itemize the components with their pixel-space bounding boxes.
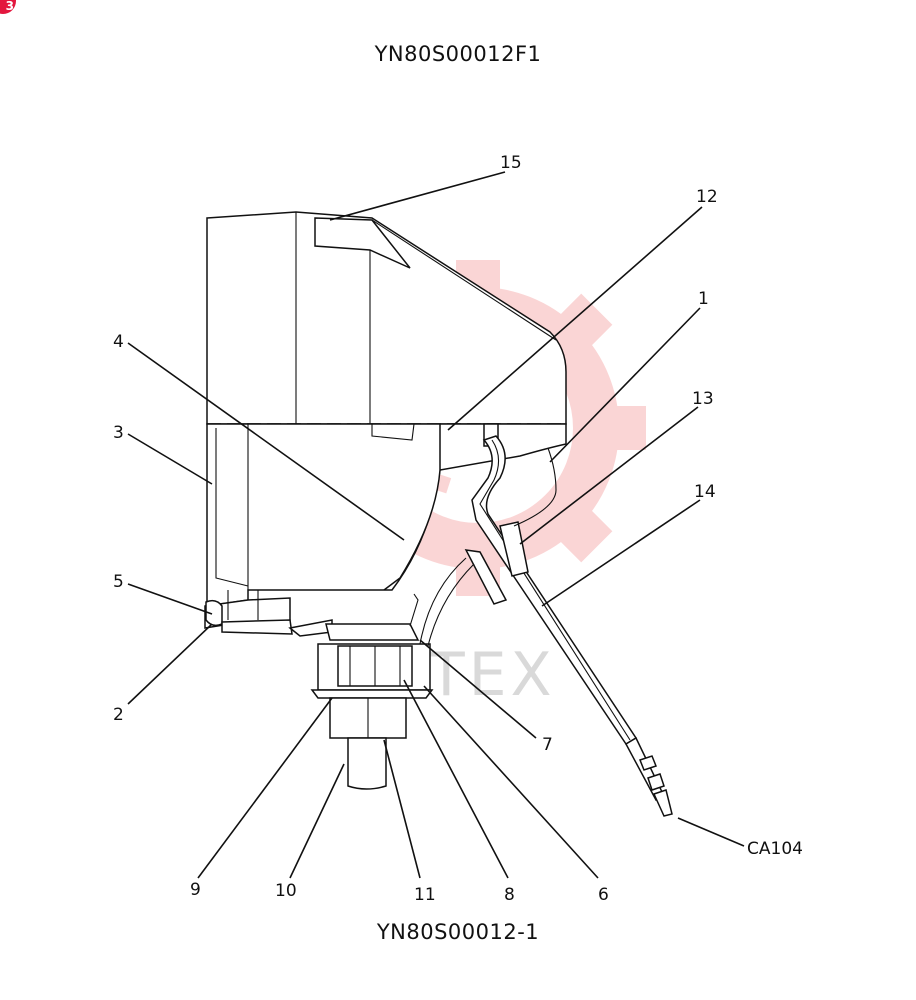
callout-7: 7 [542, 735, 553, 755]
page-badge: 3 [0, 0, 16, 14]
leader-11 [383, 739, 421, 879]
diagram-bottom-label: YN80S00012-1 [376, 920, 540, 944]
callout-labels: 15 12 1 13 14 4 3 5 2 7 9 10 11 8 6 CA10… [113, 153, 803, 905]
callout-15: 15 [500, 153, 522, 173]
leader-8 [403, 679, 509, 879]
leader-3 [127, 433, 213, 485]
leader-9 [197, 697, 333, 879]
leader-1 [549, 307, 701, 463]
leader-6 [423, 685, 599, 879]
callout-2: 2 [113, 705, 124, 725]
leader-14 [541, 499, 701, 607]
callout-9: 9 [190, 880, 201, 900]
callout-6: 6 [598, 885, 609, 905]
leader-ca104 [677, 817, 745, 847]
motor-housing [206, 211, 567, 607]
callout-13: 13 [692, 389, 714, 409]
leader-7 [419, 639, 537, 739]
callout-11: 11 [414, 885, 436, 905]
leader-lines [127, 171, 745, 879]
leader-15 [329, 171, 506, 221]
leader-5 [127, 583, 213, 615]
callout-5: 5 [113, 572, 124, 592]
probe-rod [419, 435, 673, 817]
base-plate [204, 590, 293, 635]
callout-10: 10 [275, 881, 297, 901]
leader-2 [127, 623, 213, 705]
leader-4 [127, 342, 405, 541]
callout-1: 1 [698, 289, 709, 309]
diagram-top-label: YN80S00012F1 [374, 42, 542, 66]
leader-12 [447, 206, 703, 431]
callout-ca104: CA104 [747, 839, 803, 859]
callout-12: 12 [696, 187, 718, 207]
callout-4: 4 [113, 332, 124, 352]
callout-3: 3 [113, 423, 124, 443]
callout-14: 14 [694, 482, 716, 502]
nut-assembly [288, 593, 434, 790]
callout-8: 8 [504, 885, 515, 905]
leader-13 [519, 406, 699, 545]
leader-10 [289, 763, 345, 879]
